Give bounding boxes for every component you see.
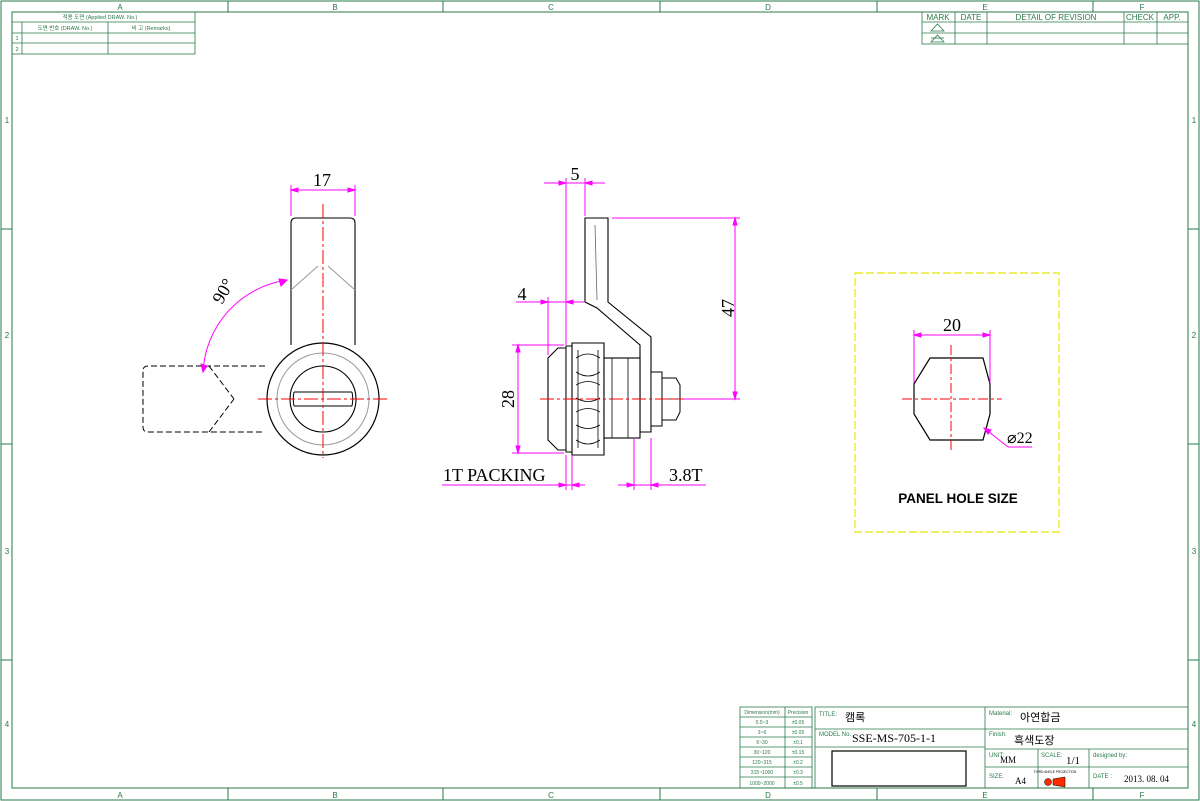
tolerance-range: 6~30: [756, 740, 767, 746]
tolerance-value: ±0.2: [793, 760, 803, 766]
tolerance-precision-header: Precision: [788, 710, 809, 716]
col-label-d: D: [765, 3, 771, 12]
row-label-2: 2: [5, 331, 10, 340]
dim-angle-90: 90°: [208, 275, 238, 307]
col-label-c-bottom: C: [548, 791, 554, 800]
model-label: MODEL No.: [819, 732, 851, 738]
revision-date-header: DATE: [961, 13, 982, 22]
material-label: Material:: [989, 711, 1012, 717]
tolerance-range: 1000~2000: [749, 781, 774, 787]
label-1t-packing: 1T PACKING: [443, 465, 546, 485]
dim-body-28: 28: [498, 390, 518, 408]
model-value: SSE-MS-705-1-1: [852, 731, 936, 745]
tolerance-value: ±0.05: [792, 720, 805, 726]
panel-hole-view: 20 ⌀22 PANEL HOLE SIZE: [854, 272, 1060, 533]
col-label-b-bottom: B: [332, 791, 337, 800]
dim-hole-width-20: 20: [943, 315, 961, 335]
title-value: 캠록: [845, 711, 865, 724]
col-label-f: F: [1140, 3, 1145, 12]
projection-symbol: THIRD ANGLE PROJECTION: [1034, 770, 1077, 788]
row-label-4: 4: [5, 720, 10, 729]
dim-length-47: 47: [718, 299, 738, 317]
tolerance-value: ±0.1: [793, 740, 803, 746]
tolerance-dim-header: Dimension(mm): [744, 710, 780, 716]
dim-width-17: 17: [313, 170, 331, 190]
date-label: DATE :: [1093, 774, 1112, 780]
row-label-2-right: 2: [1192, 331, 1197, 340]
row-label-4-right: 4: [1192, 720, 1197, 729]
title-block: TITLE: MODEL No. Material: Finish: UNIT:…: [814, 706, 1189, 789]
title-label: TITLE:: [819, 712, 837, 718]
projection-symbol-text: THIRD ANGLE PROJECTION: [1034, 770, 1077, 774]
title-block-blank-box: [831, 750, 967, 787]
front-view: 17 90°: [142, 170, 388, 458]
col-label-a: A: [117, 3, 123, 12]
applied-table-drawno-header: 도면 번호 (DRAW. No.): [38, 24, 93, 32]
applied-drawing-table: 적용 도면 (Applied DRAW. No.) 도면 번호 (DRAW. N…: [11, 11, 196, 55]
dim-packing-4: 4: [518, 284, 527, 304]
tolerance-range: 120~315: [752, 760, 772, 766]
tolerance-range: 3~6: [758, 730, 767, 736]
material-value: 아연합금: [1020, 711, 1060, 724]
applied-table-remarks-header: 비 고 (Remarks): [132, 24, 171, 32]
finish-value: 흑색도장: [1014, 733, 1054, 747]
row-label-1-right: 1: [1192, 116, 1197, 125]
tolerance-range: 30~120: [754, 750, 771, 756]
revision-check-header: CHECK: [1126, 13, 1155, 22]
tolerance-value: ±0.05: [792, 730, 805, 736]
col-label-e: E: [982, 3, 987, 12]
col-label-c: C: [548, 3, 554, 12]
col-label-a-bottom: A: [117, 791, 123, 800]
panel-hole-size-title: PANEL HOLE SIZE: [898, 491, 1018, 506]
unit-value: MM: [1000, 755, 1016, 765]
dim-thickness-5: 5: [571, 164, 580, 184]
date-value: 2013. 08. 04: [1124, 774, 1170, 784]
tolerance-range: 315~1000: [751, 770, 774, 776]
tolerance-table: Dimension(mm) Precision 0.5~3 ±0.05 3~6 …: [739, 706, 813, 789]
rotated-lever-phantom: [142, 365, 265, 433]
unit-label: UNIT:: [989, 753, 1004, 759]
applied-table-header: 적용 도면 (Applied DRAW. No.): [63, 13, 138, 21]
revision-mark-header: MARK: [926, 13, 950, 22]
revision-table: MARK DATE DETAIL OF REVISION CHECK APP.: [921, 11, 1189, 45]
col-label-f-bottom: F: [1140, 791, 1145, 800]
size-value: A4: [1015, 776, 1026, 786]
label-3-8t: 3.8T: [669, 465, 703, 485]
col-label-d-bottom: D: [765, 791, 771, 800]
row-label-3-right: 3: [1192, 547, 1197, 556]
tolerance-range: 0.5~3: [756, 720, 769, 726]
applied-table-row-2: 2: [15, 47, 18, 53]
scale-label: SCALE:: [1041, 753, 1063, 759]
applied-table-row-1: 1: [15, 36, 18, 42]
scale-value: 1/1: [1066, 755, 1080, 767]
col-label-e-bottom: E: [982, 791, 987, 800]
revision-detail-header: DETAIL OF REVISION: [1016, 13, 1097, 22]
tolerance-value: ±0.15: [792, 750, 805, 756]
size-label: SIZE:: [989, 774, 1004, 780]
tolerance-value: ±0.3: [793, 770, 803, 776]
dim-hole-dia-22: ⌀22: [1007, 430, 1033, 447]
revision-app-header: APP.: [1163, 13, 1180, 22]
tolerance-value: ±0.5: [793, 781, 803, 787]
side-view: 5 4 47 28 1T PACKING 3.8T: [442, 164, 740, 490]
row-label-3: 3: [5, 547, 10, 556]
col-label-b: B: [332, 3, 337, 12]
finish-label: Finish:: [989, 732, 1007, 738]
row-label-1: 1: [5, 116, 10, 125]
designed-by-label: designed by:: [1093, 753, 1127, 759]
